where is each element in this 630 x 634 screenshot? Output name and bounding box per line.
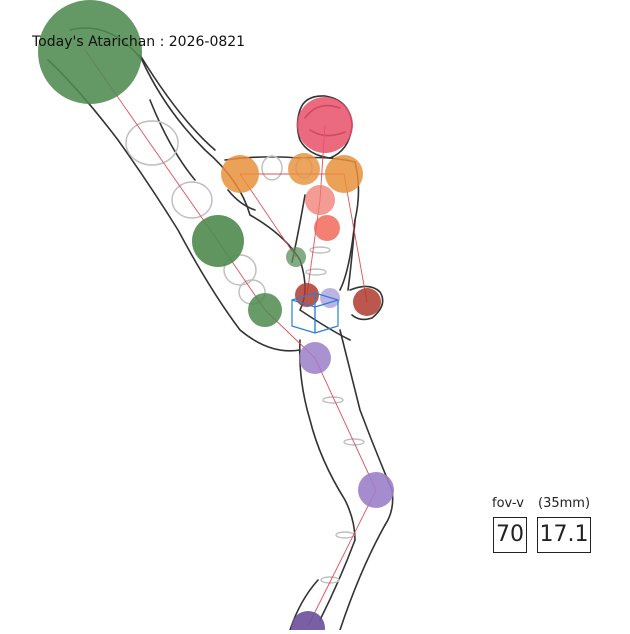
right-hand-joint[interactable] (38, 0, 142, 104)
chest-upper-joint[interactable] (305, 185, 335, 215)
knee-joint[interactable] (358, 472, 394, 508)
lens-value-field[interactable]: 17.1 (537, 517, 591, 553)
neck-joint[interactable] (288, 153, 320, 185)
lens-label: (35mm) (538, 496, 591, 511)
ankle-joint[interactable] (291, 611, 325, 634)
right-wrist-joint[interactable] (248, 293, 282, 327)
right-shoulder-upper-joint[interactable] (286, 247, 306, 267)
right-elbow-joint[interactable] (192, 215, 244, 267)
fov-label: fov-v (492, 496, 524, 511)
page-title: Today's Atarichan : 2026-0821 (32, 34, 246, 50)
hip-joint[interactable] (299, 342, 331, 374)
left-hand-joint[interactable] (353, 288, 381, 316)
fov-value-field[interactable]: 70 (493, 517, 527, 553)
head-joint[interactable] (297, 97, 353, 153)
transform-gizmo[interactable] (291, 292, 339, 334)
left-shoulder-joint[interactable] (221, 155, 259, 193)
right-shoulder-joint[interactable] (325, 155, 363, 193)
chest-lower-joint[interactable] (314, 215, 340, 241)
